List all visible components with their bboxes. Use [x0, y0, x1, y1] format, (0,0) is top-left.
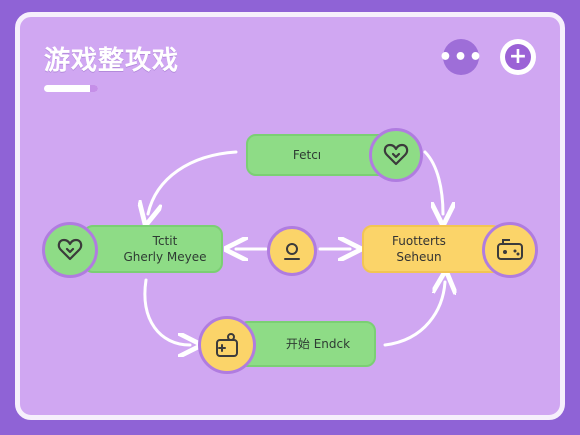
heart-chat-icon[interactable]	[369, 128, 423, 182]
node-left-line1: Tctit	[152, 233, 178, 248]
title-underline	[44, 85, 98, 92]
more-button[interactable]: •••	[438, 39, 483, 75]
gamepad-icon[interactable]	[482, 222, 538, 278]
arrow-left-to-bottom	[143, 278, 190, 345]
more-dots-icon: •••	[438, 44, 484, 70]
arrow-bottom-to-right	[383, 282, 445, 347]
game-controller-icon[interactable]	[198, 316, 256, 374]
node-right-line1: Fuotterts	[392, 233, 446, 248]
node-bottom-label: 开始 Endck	[285, 336, 351, 351]
plus-circle-icon: +	[505, 44, 531, 70]
heart-chat-icon[interactable]	[42, 222, 98, 278]
node-top-label: Fetcı	[292, 147, 322, 162]
node-bottom[interactable]: 开始 Endck	[238, 321, 376, 367]
add-button[interactable]: +	[500, 39, 536, 75]
person-icon[interactable]	[267, 226, 317, 276]
arrow-top-to-right	[423, 150, 443, 214]
node-right-line2: Seheun	[396, 250, 442, 264]
page-title: 游戏整攻戏	[44, 46, 180, 76]
node-right[interactable]: Fuotterts Seheun	[362, 225, 502, 273]
node-left[interactable]: Tctit Gherly Meyee	[83, 225, 223, 273]
arrow-top-to-left	[148, 150, 238, 214]
node-left-line2: Gherly Meyee	[123, 250, 207, 264]
